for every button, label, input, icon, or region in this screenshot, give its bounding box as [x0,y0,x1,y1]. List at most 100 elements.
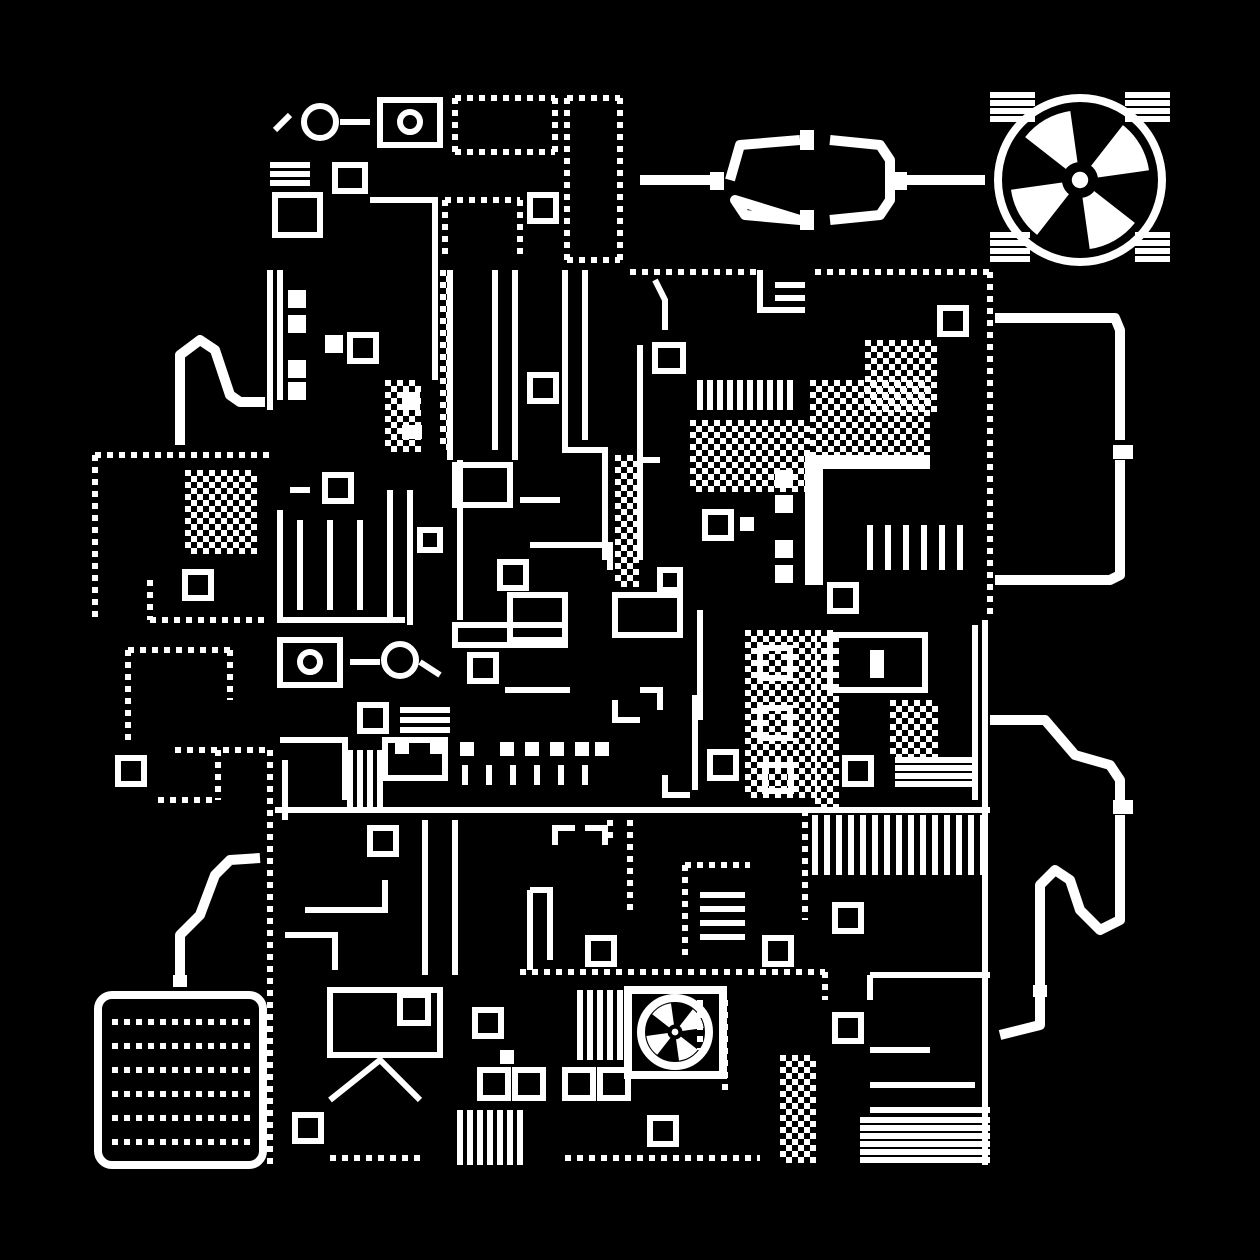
dot [799,672,805,678]
cable-group [173,130,1133,1040]
dot [827,702,833,708]
dot [627,575,633,581]
dot [397,380,403,386]
dot [775,636,781,642]
dot [203,524,209,530]
dot [810,404,816,410]
cable-connector [710,172,724,190]
dot [714,480,720,486]
dot [815,774,821,780]
dot [821,648,827,654]
dot [787,744,793,750]
dot [627,527,633,533]
dot [793,690,799,696]
filled-pad [325,335,343,353]
dot [804,1067,810,1073]
filled-pad [575,742,589,756]
dot [815,654,821,660]
dot [889,376,895,382]
cable-icon [175,853,261,980]
dot [894,380,900,386]
cable-connector [1113,800,1133,814]
dot [757,750,763,756]
dot [750,444,756,450]
dot [811,696,817,702]
dot [920,754,926,760]
dot [883,358,889,364]
hatch-lines [867,525,963,570]
dot [768,474,774,480]
dot [391,386,397,392]
dot [191,512,197,518]
hatch-lines [347,750,383,810]
dot-matrix [615,455,639,587]
dot [846,416,852,422]
dot [756,426,762,432]
dot [215,548,221,554]
dot [793,762,799,768]
dot [871,346,877,352]
dot [805,726,811,732]
gear-icon [297,649,323,675]
dot [926,748,932,754]
trace [530,887,553,960]
dot [732,462,738,468]
hatch-lines [697,380,793,410]
dot [745,666,751,672]
dot [696,426,702,432]
dot [227,500,233,506]
dot [798,1085,804,1091]
dot [690,480,696,486]
dot [732,426,738,432]
dot [901,352,907,358]
dot [203,548,209,554]
dot [793,630,799,636]
dot [762,456,768,462]
dot [793,678,799,684]
dot [827,750,833,756]
dot [239,548,245,554]
dot [775,756,781,762]
dot [815,630,821,636]
dot [209,470,215,476]
cable-icon [175,335,265,445]
dot [203,476,209,482]
dot [799,756,805,762]
dot [858,404,864,410]
dot [805,690,811,696]
dot [751,636,757,642]
dot [888,386,894,392]
square-pad [417,527,443,553]
dot [902,748,908,754]
dot [805,702,811,708]
dot [811,720,817,726]
dot [633,557,639,563]
dot [209,542,215,548]
dot [805,738,811,744]
dot [621,473,627,479]
dot [391,434,397,440]
dot [931,406,937,412]
dot [805,786,811,792]
dot [775,744,781,750]
dot [757,630,763,636]
dot [768,462,774,468]
gear-icon [272,97,443,688]
dot [876,398,882,404]
dot [925,340,931,346]
dot [896,730,902,736]
dot [799,684,805,690]
dot [745,774,751,780]
dot [827,762,833,768]
dot [696,438,702,444]
dot [907,370,913,376]
dot [865,340,871,346]
dot [883,370,889,376]
square-pad [562,1067,596,1101]
dot [876,410,882,416]
dot [245,518,251,524]
dot [757,762,763,768]
dot [621,509,627,515]
dot [227,548,233,554]
dot [793,738,799,744]
